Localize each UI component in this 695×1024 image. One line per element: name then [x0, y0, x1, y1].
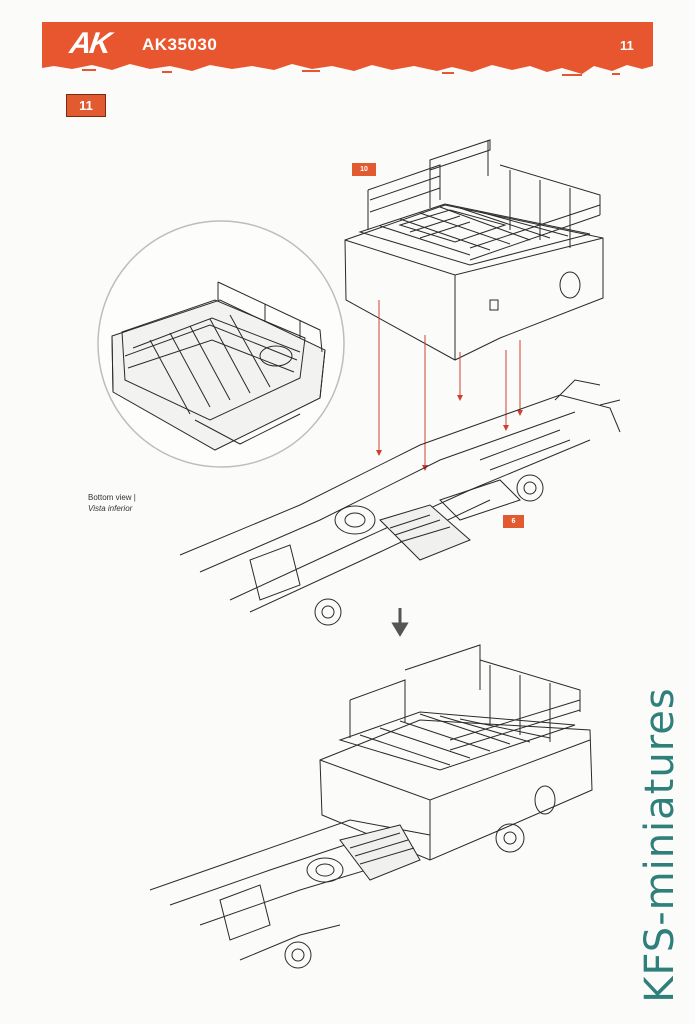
product-code: AK35030	[142, 35, 218, 54]
reference-step-badge: 10	[352, 163, 376, 176]
pickup-bed-exploded	[344, 139, 604, 361]
reference-step-badge: 6	[503, 515, 524, 528]
bottom-view-caption: Bottom view | Vista inferior	[88, 492, 136, 514]
watermark-text: KFS-miniatures	[636, 687, 683, 1003]
down-arrow-icon	[391, 608, 409, 637]
assembled-vehicle	[149, 644, 593, 969]
caption-spanish: Vista inferior	[88, 504, 133, 513]
watermark: KFS-miniatures	[632, 670, 687, 1020]
header-band	[42, 22, 653, 76]
chassis-exploded	[179, 379, 621, 626]
page-number: 11	[620, 38, 634, 53]
bottom-view-detail	[97, 220, 345, 468]
caption-english: Bottom view |	[88, 493, 136, 502]
step-number-badge: 11	[66, 94, 106, 117]
